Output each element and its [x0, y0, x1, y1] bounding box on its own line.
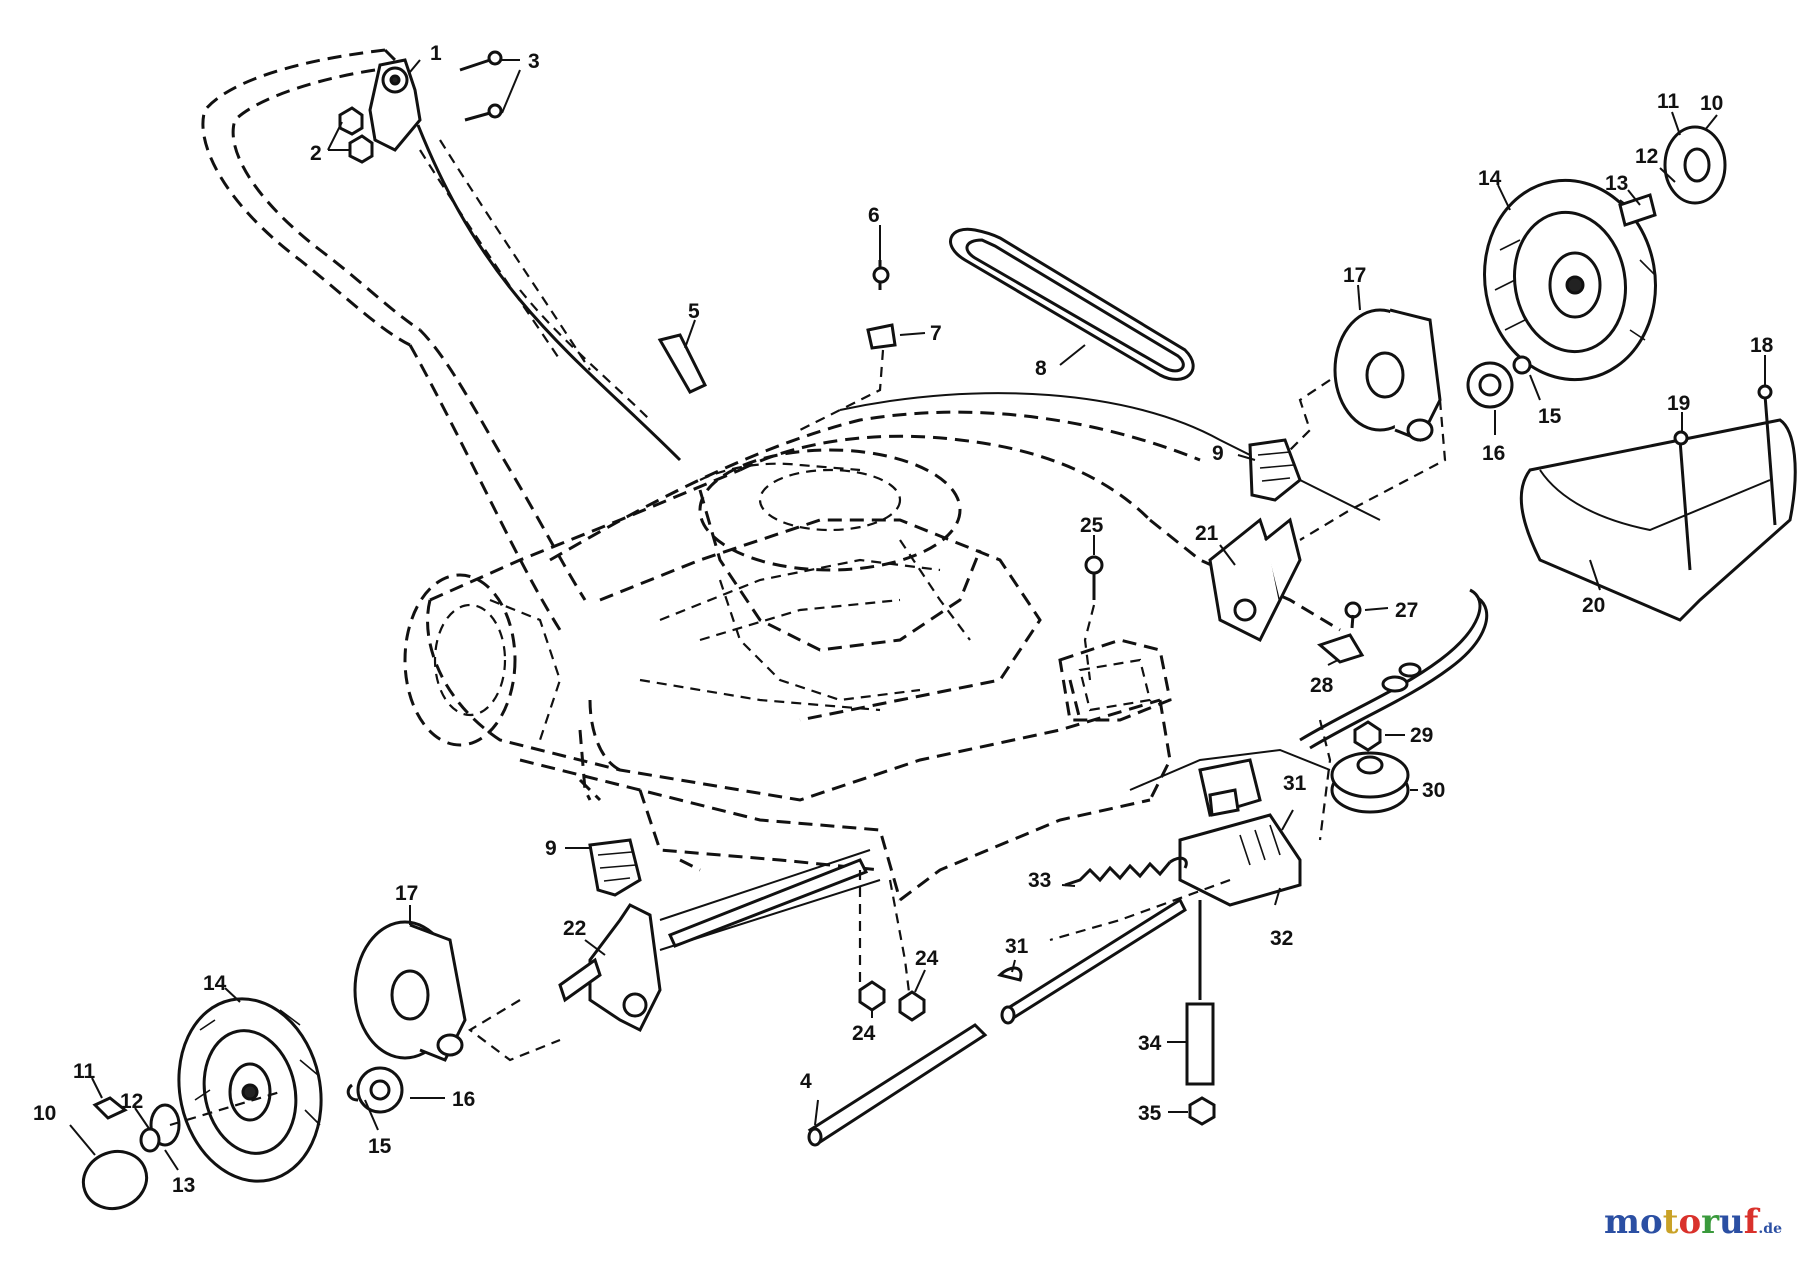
- callout-18: 18: [1750, 334, 1774, 357]
- rear-right-pulley-housing: [1333, 308, 1442, 442]
- spring-34: [1185, 900, 1215, 1086]
- callout-13a: 13: [1605, 172, 1628, 195]
- callout-10b: 10: [33, 1102, 56, 1125]
- watermark-letter: o: [1678, 1202, 1702, 1242]
- throttle-cable: [1299, 588, 1489, 750]
- pin-5: [657, 333, 708, 394]
- rear-right-hub-cap: [1618, 193, 1657, 227]
- callout-6: 6: [868, 204, 880, 227]
- watermark-letter: t: [1662, 1202, 1679, 1242]
- callout-14b: 14: [203, 972, 227, 995]
- front-height-lever: [588, 838, 642, 897]
- callouts: 1 2 3 4 5 6 7 8 9 9 10 10 11 11 12 12: [33, 42, 1774, 1197]
- nut-35: [1188, 1096, 1216, 1126]
- right-height-adjuster: [1208, 517, 1302, 643]
- callout-17b: 17: [395, 882, 418, 905]
- mower-deck: [403, 392, 1381, 902]
- callout-12a: 12: [1635, 145, 1658, 168]
- handle-bolts: [338, 50, 503, 164]
- nut-29: [1353, 720, 1382, 752]
- spring-33: [1064, 856, 1188, 887]
- bolt-25: [1084, 555, 1104, 600]
- callout-4: 4: [800, 1070, 812, 1093]
- right-height-lever: [1248, 438, 1302, 502]
- watermark-suffix: .de: [1758, 1221, 1782, 1237]
- handle-outline: [201, 48, 651, 631]
- clip-28: [1317, 633, 1365, 664]
- callout-32: 32: [1270, 927, 1293, 950]
- callout-5: 5: [688, 300, 700, 323]
- front-height-adjuster: [558, 903, 662, 1033]
- callout-3: 3: [528, 50, 540, 73]
- callout-11b: 11: [73, 1060, 96, 1083]
- right-axle-path: [1289, 379, 1331, 451]
- rear-right-wheel: [1483, 178, 1657, 382]
- callout-21: 21: [1195, 522, 1219, 545]
- rear-axle: [1000, 897, 1187, 1025]
- callout-33: 33: [1028, 869, 1051, 892]
- callout-11a: 11: [1657, 90, 1680, 113]
- callout-30: 30: [1422, 779, 1445, 802]
- callout-2: 2: [310, 142, 322, 165]
- control-cable: [416, 124, 682, 462]
- callout-29: 29: [1410, 724, 1433, 747]
- callout-19: 19: [1667, 392, 1690, 415]
- front-axle: [807, 1023, 988, 1147]
- front-left-wheel: [177, 997, 323, 1183]
- callout-9a: 9: [1212, 442, 1224, 465]
- watermark-letter: o: [1640, 1202, 1663, 1242]
- control-bracket: [368, 58, 422, 152]
- clip-7: [866, 323, 897, 350]
- rear-right-gear: [1466, 355, 1532, 409]
- nuts-24: [858, 980, 926, 1022]
- callout-12b: 12: [120, 1090, 143, 1113]
- callout-8: 8: [1035, 357, 1047, 380]
- callout-9b: 9: [545, 837, 557, 860]
- pulley-30: [1330, 751, 1410, 814]
- watermark-letter: f: [1743, 1202, 1759, 1242]
- callout-22: 22: [563, 917, 586, 940]
- front-rod: [667, 858, 869, 948]
- rear-right-wheel-cover: [1663, 125, 1727, 205]
- callout-35: 35: [1138, 1102, 1162, 1125]
- callout-15b: 15: [368, 1135, 392, 1158]
- callout-28: 28: [1310, 674, 1334, 697]
- callout-1: 1: [430, 42, 442, 65]
- bolt-27: [1344, 601, 1362, 629]
- callout-27: 27: [1395, 599, 1418, 622]
- watermark-letter: u: [1719, 1202, 1744, 1242]
- callout-24b: 24: [915, 947, 939, 970]
- watermark-letter: r: [1701, 1202, 1720, 1242]
- callout-16a: 16: [1482, 442, 1505, 465]
- callout-7: 7: [930, 322, 942, 345]
- callout-31a: 31: [1283, 772, 1307, 795]
- watermark-letter: m: [1604, 1202, 1641, 1242]
- front-left-pulley-housing: [353, 920, 467, 1062]
- callout-34: 34: [1138, 1032, 1162, 1055]
- transmission-32: [1129, 748, 1331, 907]
- callout-17a: 17: [1343, 264, 1366, 287]
- callout-25: 25: [1080, 514, 1104, 537]
- pin-31: [997, 966, 1023, 982]
- callout-14a: 14: [1478, 167, 1502, 190]
- drive-belt: [949, 227, 1195, 381]
- callout-16b: 16: [452, 1088, 475, 1111]
- motoruf-watermark: motoruf.de: [1604, 1202, 1782, 1242]
- callout-10a: 10: [1700, 92, 1723, 115]
- deflector-bolts: [1673, 384, 1777, 571]
- callout-31b: 31: [1005, 935, 1029, 958]
- front-left-wheel-cover: [81, 1150, 149, 1210]
- front-left-hub: [92, 1096, 181, 1153]
- bolt-6: [872, 260, 890, 290]
- front-left-gear: [346, 1066, 404, 1114]
- callout-13b: 13: [172, 1174, 195, 1197]
- callout-24a: 24: [852, 1022, 876, 1045]
- callout-15a: 15: [1538, 405, 1562, 428]
- callout-20: 20: [1582, 594, 1605, 617]
- rear-deflector: [1519, 418, 1797, 622]
